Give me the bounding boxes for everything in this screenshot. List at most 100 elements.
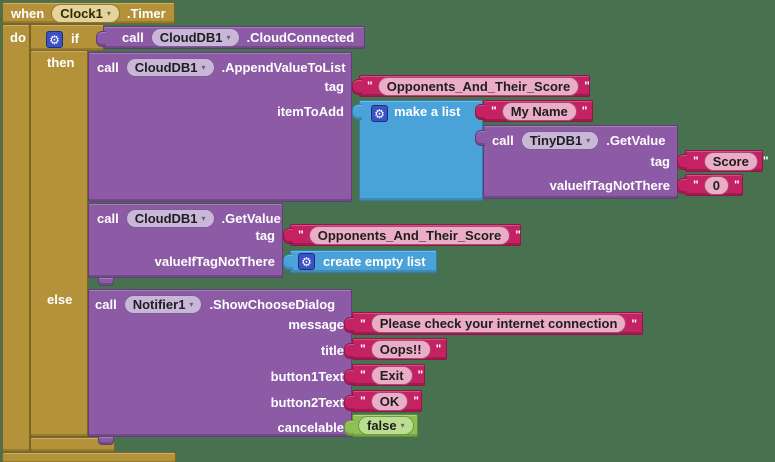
tag-param-label: tag [255,228,276,243]
close-quote: " [631,316,638,331]
open-quote: " [298,228,304,242]
when-block-bottom-bar[interactable] [2,452,176,462]
my-name-text-block[interactable]: " My Name " [483,100,593,122]
method-name: .GetValue [221,210,281,226]
appendvaluetolist-component-dropdown[interactable]: CloudDB1▾ [125,57,215,77]
text-value-field[interactable]: Exit [370,365,413,385]
dropdown-arrow-icon: ▾ [586,135,591,145]
call-appendvaluetolist-block[interactable] [88,52,352,202]
itemtoadd-param-label: itemToAdd [277,104,344,119]
tag-param-label: tag [324,79,345,94]
open-quote: " [693,178,699,192]
value-plug [677,154,687,170]
when-clock1-timer-block[interactable]: when Clock1▾ .Timer [2,2,175,24]
button2-text-block[interactable]: " OK " [352,390,422,412]
open-quote: " [360,316,366,331]
message-param-label: message [288,317,344,332]
method-name: .CloudConnected [246,30,355,45]
call-showchoosedialog-block[interactable] [88,289,352,437]
message-text-block[interactable]: " Please check your internet connection … [352,312,643,335]
button1text-param-label: button1Text [270,369,344,384]
value-plug [475,104,485,120]
cloudgetvalue-header: call CloudDB1▾ .GetValue [97,208,281,228]
notifier-component-dropdown[interactable]: Notifier1▾ [123,294,203,314]
dropdown-arrow-icon: ▾ [400,421,405,430]
showchoosedialog-header: call Notifier1▾ .ShowChooseDialog [95,294,335,314]
dropdown-arrow-icon: ▾ [201,213,206,223]
opponents-score-text-block[interactable]: " Opponents_And_Their_Score " [359,75,590,97]
text-value-field[interactable]: My Name [501,101,577,121]
value-plug [344,420,354,436]
open-quote: " [367,79,373,93]
then-label: then [47,55,75,70]
create-empty-list-block[interactable]: ⚙ create empty list [290,250,437,273]
mutator-gear-icon[interactable]: ⚙ [371,105,388,122]
button2text-param-label: button2Text [270,395,344,410]
text-value-field[interactable]: Oops!! [370,339,431,359]
opponents-score-text-block-2[interactable]: " Opponents_And_Their_Score " [290,224,521,246]
call-keyword: call [122,30,144,45]
close-quote: " [581,104,588,118]
text-value-field[interactable]: Opponents_And_Their_Score [308,225,511,245]
value-plug [352,104,362,120]
zero-text-block[interactable]: " 0 " [685,174,743,196]
cloudconnected-component-dropdown[interactable]: CloudDB1▾ [150,28,240,47]
mutator-gear-icon[interactable]: ⚙ [298,253,315,270]
title-text-block[interactable]: " Oops!! " [352,338,447,360]
close-quote: " [762,154,769,168]
value-plug [677,178,687,194]
tinydb-component-dropdown[interactable]: TinyDB1▾ [520,130,600,150]
if-block-header[interactable] [30,24,104,51]
valueiftagnotthere-param-label: valueIfTagNotThere [154,254,275,269]
text-value-field[interactable]: 0 [703,175,729,195]
close-quote: " [417,368,424,382]
valueiftagnotthere-param-label: valueIfTagNotThere [549,178,670,193]
value-plug [96,31,106,47]
text-value-field[interactable]: Opponents_And_Their_Score [377,76,580,96]
dropdown-arrow-icon: ▾ [189,299,194,309]
value-plug [283,254,293,270]
if-block-spine[interactable] [30,50,88,437]
text-value-field[interactable]: OK [370,391,409,411]
statement-tab [98,437,114,445]
make-a-list-block[interactable] [359,100,483,201]
button1-text-block[interactable]: " Exit " [352,364,425,386]
open-quote: " [360,342,366,356]
if-label: if [71,31,79,46]
if-block-bottom-bar[interactable] [30,437,115,452]
cancelable-param-label: cancelable [277,420,345,435]
value-plug [344,395,354,411]
mutator-gear-icon[interactable]: ⚙ [46,31,63,48]
dropdown-arrow-icon: ▾ [226,33,231,42]
tag-param-label: tag [650,154,671,169]
else-label: else [47,292,73,307]
tinydb-getvalue-header: call TinyDB1▾ .GetValue [492,130,665,150]
false-logic-block[interactable]: false▾ [352,414,418,437]
create-empty-list-label: create empty list [323,254,426,269]
close-quote: " [515,228,521,242]
title-param-label: title [320,343,344,358]
event-name: .Timer [126,5,166,21]
when-block-spine[interactable] [2,24,30,452]
text-value-field[interactable]: Score [703,151,758,171]
false-dropdown[interactable]: false▾ [358,416,414,435]
dropdown-arrow-icon: ▾ [201,62,206,72]
clock1-dropdown[interactable]: Clock1▾ [51,3,120,23]
call-keyword: call [492,132,514,148]
call-cloudconnected-block[interactable]: call CloudDB1▾ .CloudConnected [103,26,365,49]
do-label: do [10,30,26,45]
cloudgetvalue-component-dropdown[interactable]: CloudDB1▾ [125,208,215,228]
make-a-list-label: make a list [394,104,461,119]
value-plug [344,317,354,333]
method-name: .ShowChooseDialog [209,296,336,312]
call-keyword: call [95,296,117,312]
dropdown-arrow-icon: ▾ [106,8,111,18]
close-quote: " [733,178,740,192]
open-quote: " [360,368,366,382]
text-value-field[interactable]: Please check your internet connection [370,314,627,333]
value-plug [352,79,362,95]
statement-tab [98,278,114,286]
value-plug [283,228,293,244]
score-text-block[interactable]: " Score " [685,150,769,172]
